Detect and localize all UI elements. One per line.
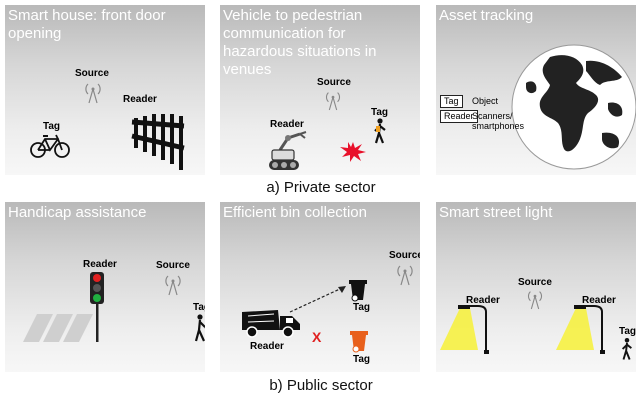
tag-label-1: Tag — [353, 302, 371, 313]
legend-reader-box: Reader — [440, 110, 478, 123]
panel-street-light: Smart street light Source Reader Reader … — [436, 202, 636, 372]
globe-icon — [511, 44, 636, 170]
tag-label: Tag — [371, 107, 389, 118]
panel-bin-collection: Efficient bin collection Source Tag Read… — [220, 202, 420, 372]
reader-label-2: Reader — [582, 295, 616, 306]
garbage-truck-icon — [242, 310, 300, 338]
private-sector-caption: a) Private sector — [266, 179, 376, 196]
bicycle-icon — [30, 134, 70, 158]
panel-handicap: Handicap assistance Reader Source Tag — [5, 202, 205, 372]
antenna-icon — [528, 291, 542, 310]
black-bin-icon — [349, 280, 367, 302]
pedestrian-icon — [621, 337, 632, 360]
panel-smart-house: Smart house: front door opening Source R… — [5, 5, 205, 175]
reader-label: Reader — [123, 94, 157, 105]
source-label: Source — [75, 68, 109, 79]
legend-tag-text: Object — [472, 96, 499, 106]
panel-title: Vehicle to pedestrian communication for … — [223, 7, 377, 78]
panel-asset-tracking: Asset tracking Tag Object Reader Scanner… — [436, 5, 636, 175]
tag-label: Tag — [193, 302, 205, 313]
street-lamp-icon — [440, 305, 489, 354]
pedestrian-icon — [374, 118, 386, 144]
dashed-arrow-icon — [289, 286, 346, 313]
traffic-light-icon — [90, 272, 104, 342]
panel-title: Smart house: front door opening — [8, 7, 166, 42]
tag-label: Tag — [43, 121, 61, 132]
public-sector-caption: b) Public sector — [269, 377, 373, 394]
antenna-icon — [397, 265, 413, 286]
panel-title: Efficient bin collection — [223, 204, 367, 221]
orange-bin-icon — [350, 331, 368, 353]
panel-v2p: Vehicle to pedestrian communication for … — [220, 5, 420, 175]
source-label: Source — [389, 250, 420, 261]
source-label: Source — [156, 260, 190, 271]
antenna-icon — [165, 275, 181, 296]
panel-title: Smart street light — [439, 204, 553, 221]
street-lamp-icon — [556, 305, 605, 354]
tag-label-2: Tag — [353, 354, 371, 365]
antenna-icon — [85, 83, 101, 104]
legend-tag-box: Tag — [440, 95, 463, 108]
gate-icon — [131, 114, 185, 170]
reader-label: Reader — [250, 341, 284, 352]
legend-reader-text: Scanners/ smartphones — [472, 111, 525, 131]
robot-vehicle-icon — [269, 131, 307, 170]
source-label: Source — [317, 77, 351, 88]
reader-label-1: Reader — [466, 295, 500, 306]
source-label: Source — [518, 277, 552, 288]
hazard-flash-icon — [340, 142, 366, 162]
blind-person-icon — [194, 314, 205, 342]
cross-mark: X — [312, 329, 322, 345]
panel-title: Asset tracking — [439, 7, 534, 24]
reader-label: Reader — [270, 119, 304, 130]
antenna-icon — [326, 92, 340, 111]
reader-label: Reader — [83, 259, 117, 270]
panel-title: Handicap assistance — [8, 204, 147, 221]
tag-label: Tag — [619, 326, 636, 337]
crosswalk-icon — [23, 314, 93, 342]
